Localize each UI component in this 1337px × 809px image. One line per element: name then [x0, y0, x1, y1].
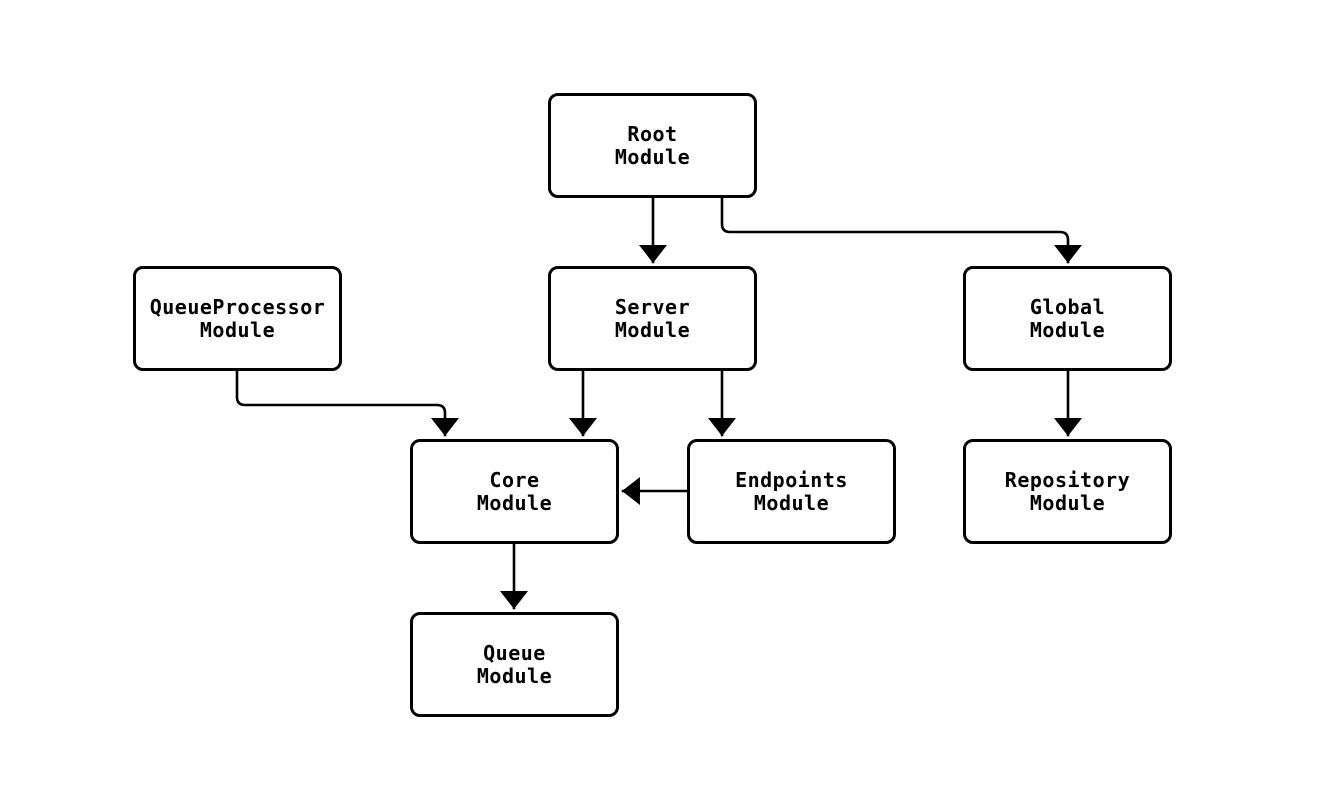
node-queue-module: Queue Module — [410, 612, 619, 717]
node-root-module-label: Root Module — [614, 121, 691, 169]
node-core-module: Core Module — [410, 439, 619, 544]
node-endpoints-module: Endpoints Module — [687, 439, 896, 544]
node-server-module-label: Server Module — [614, 294, 691, 342]
node-global-module-label: Global Module — [1029, 294, 1106, 342]
node-queueprocessor-module-label: QueueProcessor Module — [149, 294, 326, 342]
node-endpoints-module-label: Endpoints Module — [735, 467, 848, 515]
node-repository-module-label: Repository Module — [1004, 467, 1131, 515]
edge-root-to-global — [720, 196, 1082, 264]
edge-queueprocessor-to-core — [235, 369, 459, 437]
node-global-module: Global Module — [963, 266, 1172, 371]
node-server-module: Server Module — [548, 266, 757, 371]
node-core-module-label: Core Module — [476, 467, 553, 515]
node-repository-module: Repository Module — [963, 439, 1172, 544]
node-queueprocessor-module: QueueProcessor Module — [133, 266, 342, 371]
node-root-module: Root Module — [548, 93, 757, 198]
node-queue-module-label: Queue Module — [476, 640, 553, 688]
